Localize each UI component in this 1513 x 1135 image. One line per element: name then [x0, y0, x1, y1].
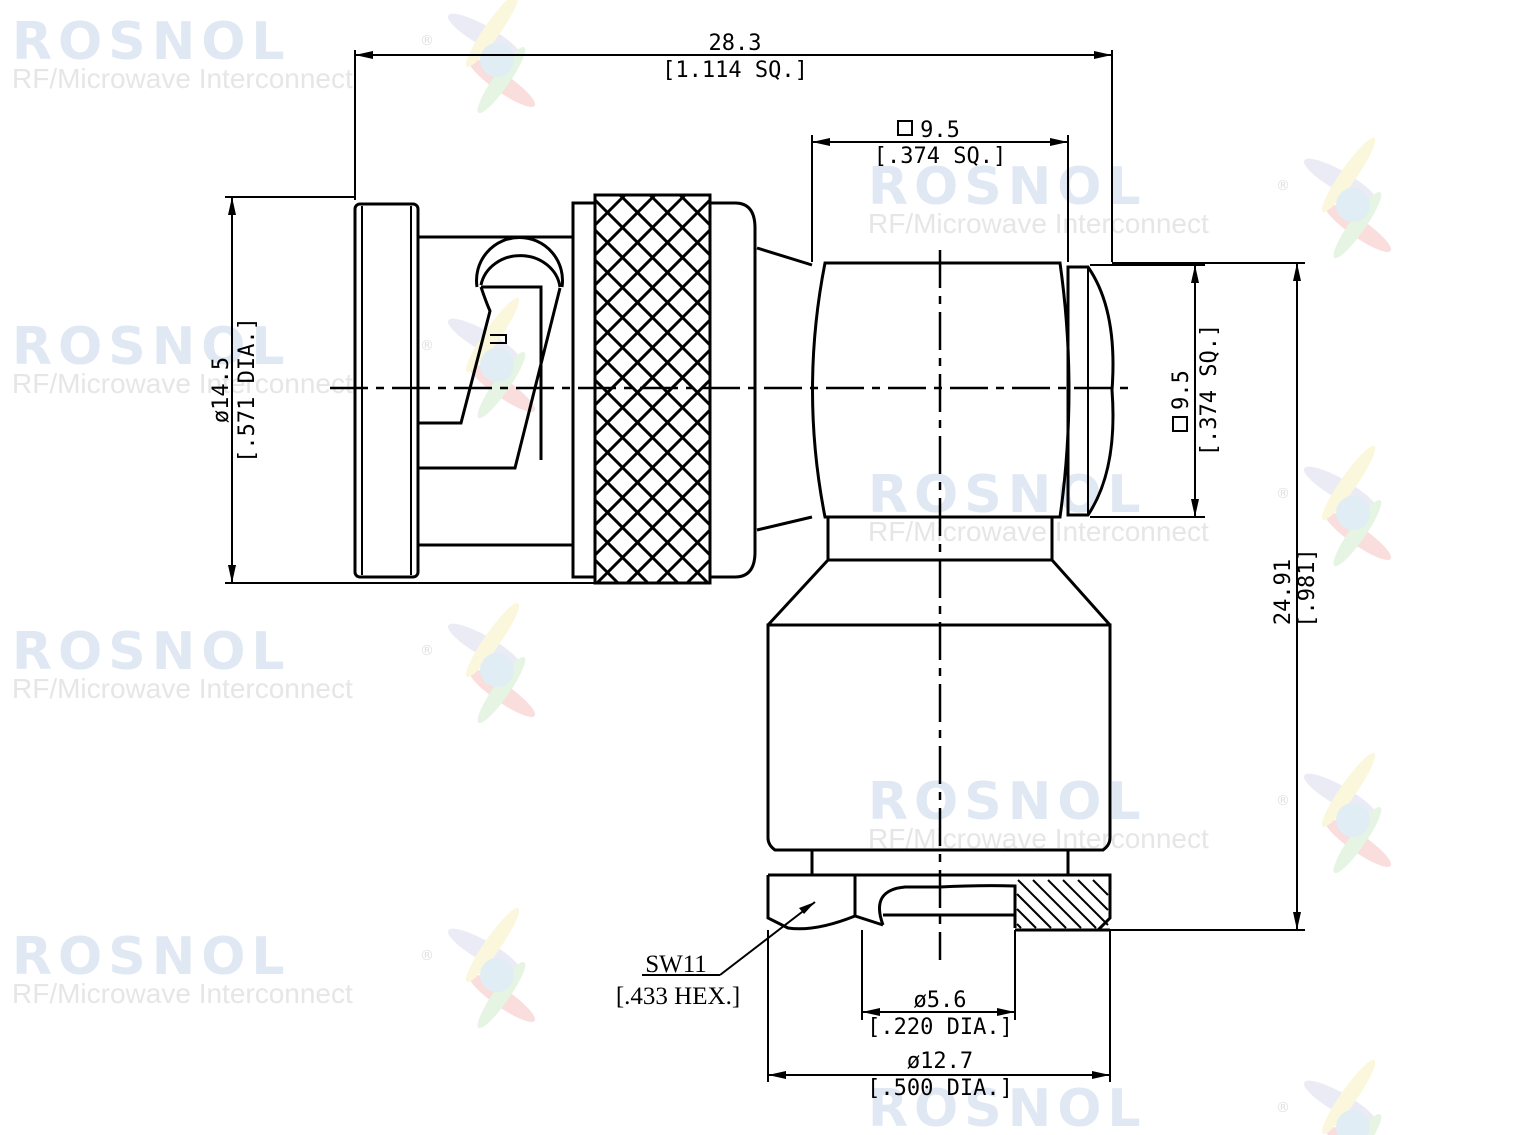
overall-length-imperial: [1.114 SQ.] — [662, 58, 808, 83]
hex-nut — [766, 873, 1112, 932]
registered-mark: ® — [420, 643, 434, 659]
bnc-plug — [353, 193, 813, 585]
height-imperial: [.981] — [1295, 548, 1320, 627]
hatch-line — [1062, 879, 1109, 926]
knurl-line — [593, 378, 712, 497]
end-cap — [1066, 265, 1115, 517]
watermark-tagline: RF/Microwave Interconnect — [12, 368, 353, 399]
nut-cap — [710, 201, 757, 579]
coupling-ring — [571, 201, 597, 579]
knurl-line — [593, 288, 712, 407]
watermark-tagline: RF/Microwave Interconnect — [868, 208, 1209, 239]
watermark-brand: ROSNOL — [12, 12, 291, 72]
knurl-line — [685, 558, 712, 585]
body-square-top-metric: 9.5 — [920, 118, 960, 143]
registered-mark: ® — [1276, 793, 1290, 809]
watermark: ROSNOL ® RF/Microwave Interconnect — [868, 1059, 1392, 1135]
watermark: ROSNOL ® RF/Microwave Interconnect — [12, 297, 536, 419]
height-metric: 24.91 — [1271, 559, 1296, 625]
body-square-side-imperial: [.374 SQ.] — [1197, 324, 1222, 456]
neck — [756, 246, 813, 532]
registered-mark: ® — [420, 948, 434, 964]
body-square-side-metric: 9.5 — [1169, 370, 1194, 410]
watermark: ROSNOL ® RF/Microwave Interconnect — [12, 602, 536, 724]
knurl-line — [593, 228, 712, 347]
watermark-tagline: RF/Microwave Interconnect — [12, 978, 353, 1009]
outer-diameter-metric: ø12.7 — [907, 1049, 973, 1074]
rosnol-logo-icon — [447, 0, 536, 114]
knurl-line — [625, 498, 712, 585]
rosnol-logo-icon — [1303, 137, 1392, 259]
knurl-line — [593, 258, 712, 377]
rosnol-logo-icon — [447, 907, 536, 1029]
watermark: ROSNOL ® RF/Microwave Interconnect — [868, 445, 1392, 567]
knurl-line — [593, 408, 712, 527]
watermark-brand: ROSNOL — [12, 317, 291, 377]
registered-mark: ® — [1276, 1100, 1290, 1116]
hex-metric: SW11 — [645, 951, 707, 978]
knurl-line — [618, 193, 712, 287]
registered-mark: ® — [420, 33, 434, 49]
knurl-line — [593, 438, 712, 557]
watermarks: ROSNOL®RF/Microwave InterconnectROSNOL®R… — [12, 0, 1392, 1135]
watermark-brand: ROSNOL — [12, 622, 291, 682]
watermark-brand: ROSNOL — [868, 1079, 1147, 1135]
watermark-brand: ROSNOL — [868, 772, 1147, 832]
knurl-line — [593, 193, 657, 257]
watermark: ROSNOL ® RF/Microwave Interconnect — [12, 0, 536, 114]
bnc-diameter-imperial: [.571 DIA.] — [235, 317, 260, 463]
dimension-lines — [225, 50, 1305, 1082]
overall-length-metric: 28.3 — [709, 31, 762, 56]
dimension-labels: 28.3 [1.114 SQ.] 9.5 [.374 SQ.] ø14.5 [.… — [209, 31, 1320, 1101]
bayonet-slot — [418, 235, 564, 470]
watermark-brand: ROSNOL — [12, 927, 291, 987]
knurl-line — [593, 198, 712, 317]
hatch-line — [1016, 908, 1037, 929]
watermark-tagline: RF/Microwave Interconnect — [868, 1130, 1209, 1135]
registered-mark: ® — [1276, 486, 1290, 502]
bnc-diameter-metric: ø14.5 — [209, 357, 234, 423]
rosnol-logo-icon — [447, 297, 536, 419]
rosnol-logo-icon — [1303, 1059, 1392, 1135]
knurl-line — [593, 318, 712, 437]
hatch-line — [1017, 879, 1067, 929]
hatch-line — [1016, 923, 1022, 929]
knurl-line — [593, 193, 687, 287]
knurl-line — [678, 193, 712, 227]
rosnol-logo-icon — [1303, 445, 1392, 567]
hex-imperial: [.433 HEX.] — [616, 983, 740, 1010]
watermark-brand: ROSNOL — [868, 157, 1147, 217]
registered-mark: ® — [420, 338, 434, 354]
watermark-tagline: RF/Microwave Interconnect — [868, 516, 1209, 547]
inner-diameter-metric: ø5.6 — [914, 988, 967, 1013]
watermark: ROSNOL®RF/Microwave Interconnect — [868, 752, 1392, 874]
rosnol-logo-icon — [1303, 752, 1392, 874]
registered-mark: ® — [1276, 178, 1290, 194]
inner-diameter-imperial: [.220 DIA.] — [867, 1015, 1013, 1040]
knurl-line — [593, 193, 627, 227]
watermark-tagline: RF/Microwave Interconnect — [12, 673, 353, 704]
watermark: ROSNOL ® RF/Microwave Interconnect — [868, 137, 1392, 259]
square-symbol — [897, 120, 913, 136]
hatch-line — [1047, 879, 1097, 929]
knurl-line — [593, 348, 712, 467]
bnc-flange — [353, 202, 420, 579]
hatch-line — [1032, 879, 1082, 929]
hatch-line — [1077, 879, 1109, 911]
watermark-brand: ROSNOL — [868, 465, 1147, 525]
hatch-line — [1092, 879, 1109, 896]
square-symbol — [1172, 416, 1188, 432]
watermark: ROSNOL ® RF/Microwave Interconnect — [12, 907, 536, 1029]
watermark-tagline: RF/Microwave Interconnect — [12, 63, 353, 94]
bnc-body — [418, 235, 573, 547]
knurl-line — [595, 468, 712, 585]
knurl-line — [648, 193, 712, 257]
outer-diameter-imperial: [.500 DIA.] — [867, 1076, 1013, 1101]
rosnol-logo-icon — [447, 602, 536, 724]
hatch-line — [1016, 893, 1052, 929]
knurl-line — [655, 528, 712, 585]
body-square-top-imperial: [.374 SQ.] — [874, 144, 1006, 169]
